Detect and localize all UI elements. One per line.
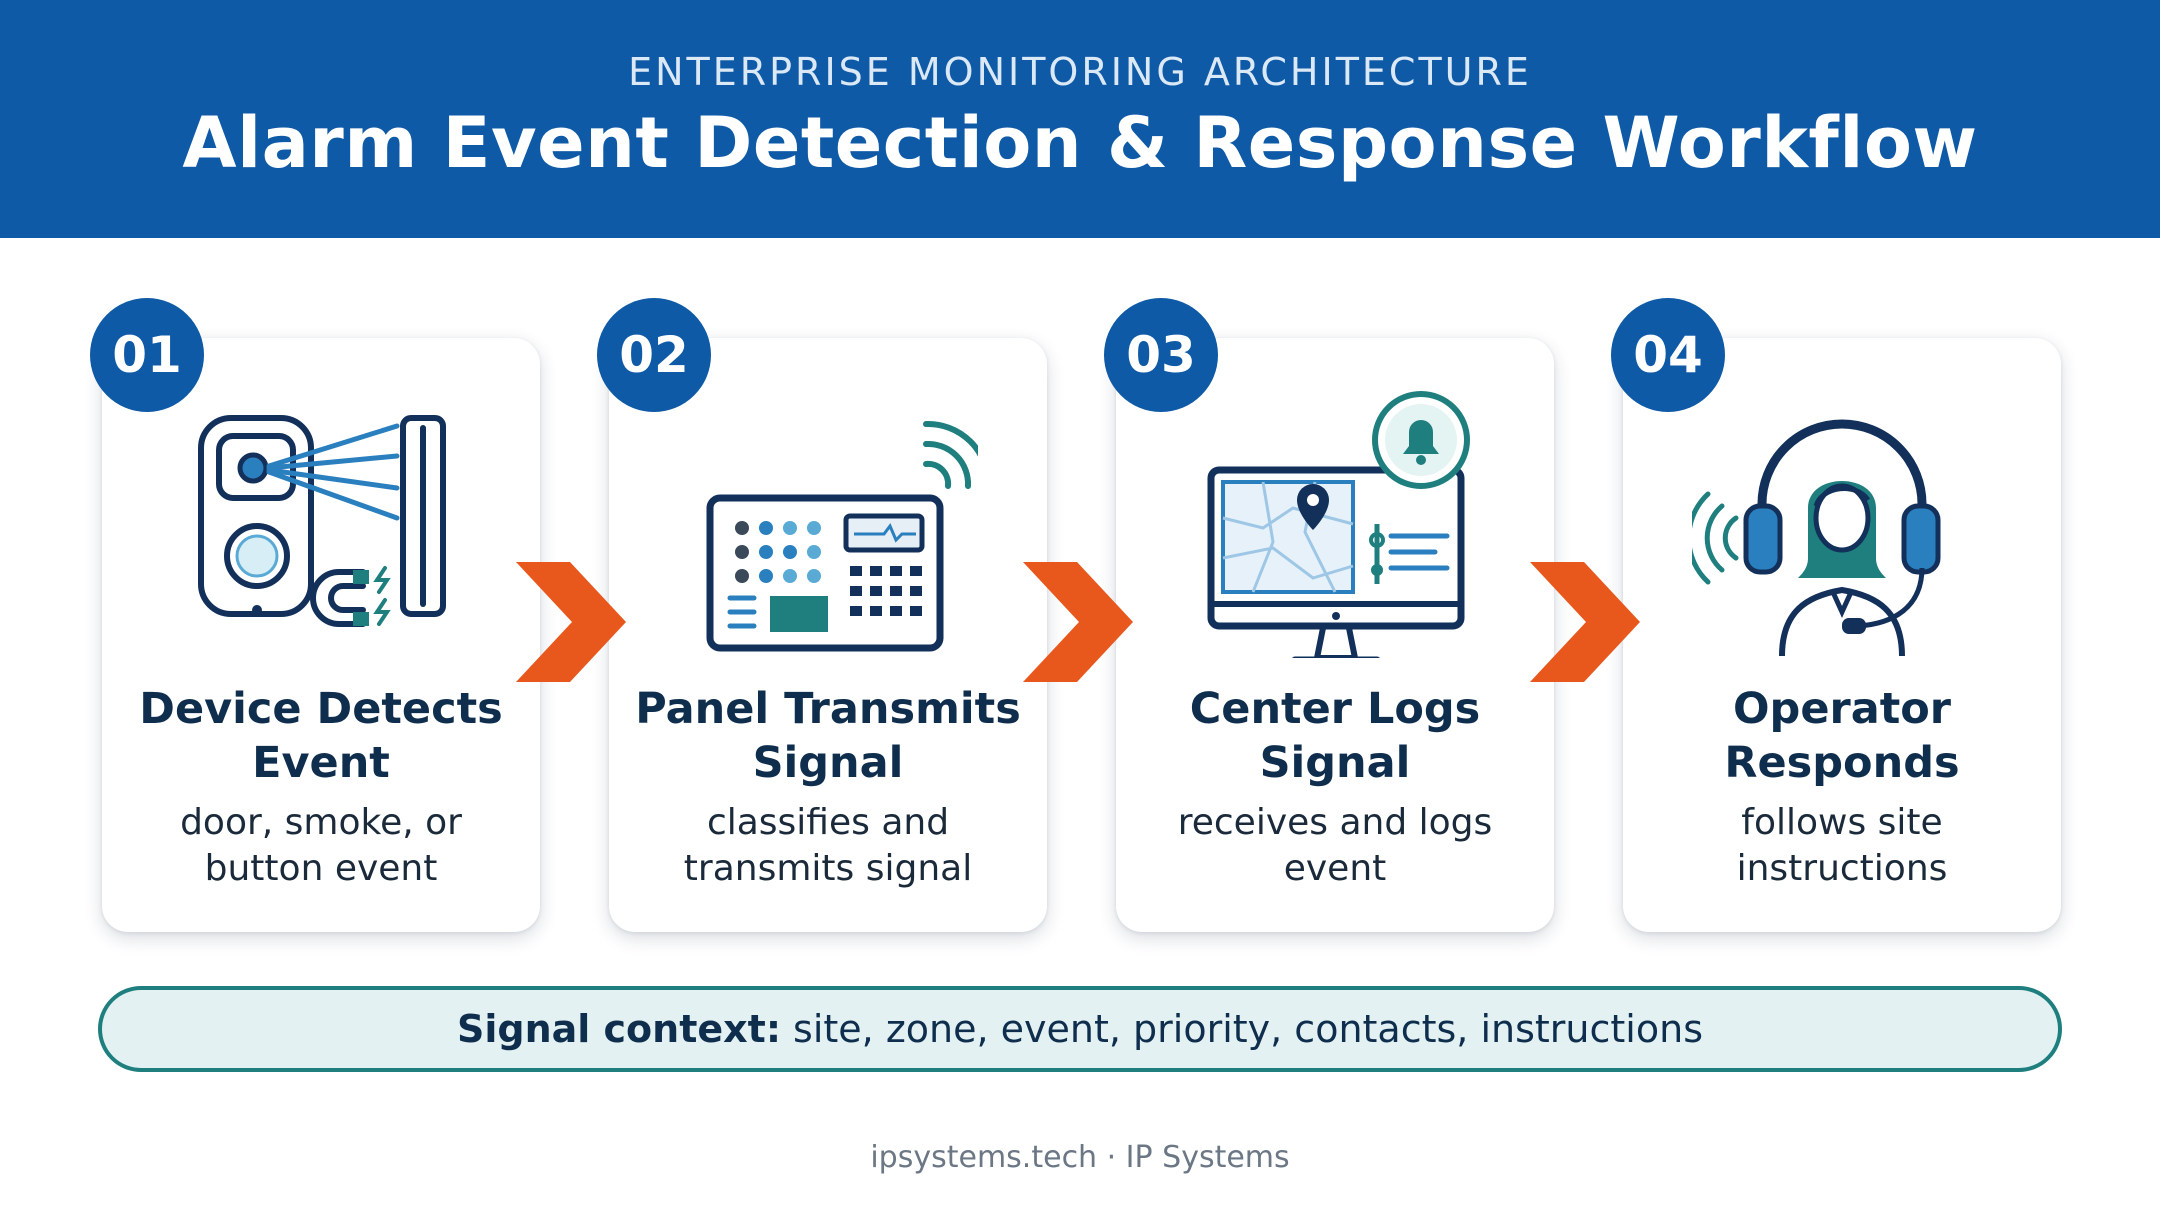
page-title: Alarm Event Detection & Response Workflo… [182, 102, 1978, 184]
step-3-card: Center Logs Signal receives and logs eve… [1116, 338, 1554, 932]
step-2-description: classifies and transmits signal [683, 802, 973, 889]
monitor-map-icon [1207, 391, 1470, 658]
signal-context-label: Signal context: [456, 1007, 782, 1051]
step-2-card: Panel Transmits Signal classifies and tr… [609, 338, 1047, 932]
step-4-description: follows site instructions [1736, 802, 1948, 889]
eyebrow-text: ENTERPRISE MONITORING ARCHITECTURE [628, 50, 1532, 94]
headset-operator-icon [1692, 419, 1941, 657]
step-1-card: Device Detects Event door, smoke, or but… [102, 338, 540, 932]
step-2-title: Panel Transmits Signal [635, 684, 1021, 788]
step-2-badge: 02 [597, 298, 711, 412]
door-sensor-icon [198, 415, 446, 627]
arrow-right-icon [1530, 562, 1640, 682]
arrow-right-icon [1023, 562, 1133, 682]
step-1-title: Device Detects Event [139, 684, 503, 788]
step-3-title: Center Logs Signal [1189, 684, 1481, 788]
step-1-description: door, smoke, or button event [180, 802, 462, 889]
step-3-badge: 03 [1104, 298, 1218, 412]
footer-credit: ipsystems.tech · IP Systems [870, 1140, 1290, 1175]
step-4-title: Operator Responds [1724, 684, 1960, 788]
arrow-right-icon [516, 562, 626, 682]
step-3-description: receives and logs event [1177, 802, 1493, 889]
step-1-badge: 01 [90, 298, 204, 412]
step-4-badge: 04 [1611, 298, 1725, 412]
signal-context-items: site, zone, event, priority, contacts, i… [793, 1007, 1703, 1051]
header-banner: ENTERPRISE MONITORING ARCHITECTURE Alarm… [0, 0, 2160, 238]
alarm-panel-icon [706, 420, 978, 652]
signal-context-bar: Signal context: site, zone, event, prior… [98, 986, 2062, 1072]
step-4-card: Operator Responds follows site instructi… [1623, 338, 2061, 932]
